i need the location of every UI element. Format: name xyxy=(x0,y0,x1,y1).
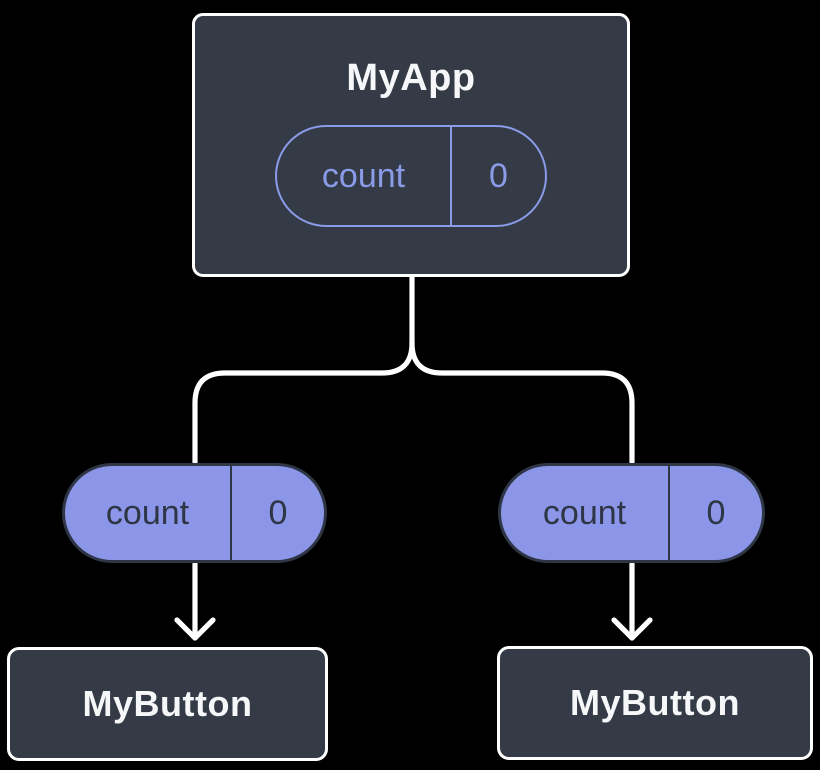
left-prop-pill: count 0 xyxy=(62,463,327,563)
myapp-state-pill: count 0 xyxy=(275,125,547,227)
prop-name: count xyxy=(501,466,670,560)
myapp-card: MyApp count 0 xyxy=(192,13,630,277)
prop-name: count xyxy=(65,466,232,560)
prop-value: 0 xyxy=(268,493,288,532)
myapp-title: MyApp xyxy=(346,57,476,99)
state-name: count xyxy=(277,127,452,225)
right-mybutton-card: MyButton xyxy=(497,646,813,760)
left-branch-connector xyxy=(192,340,415,465)
right-prop-pill: count 0 xyxy=(498,463,765,563)
state-value: 0 xyxy=(489,156,508,195)
mybutton-title: MyButton xyxy=(570,682,740,723)
mybutton-title: MyButton xyxy=(82,683,253,724)
left-mybutton-card: MyButton xyxy=(7,647,328,761)
prop-value: 0 xyxy=(706,493,726,532)
left-arrowhead-icon xyxy=(174,617,216,641)
right-branch-connector xyxy=(409,340,635,465)
right-arrowhead-icon xyxy=(611,617,653,641)
